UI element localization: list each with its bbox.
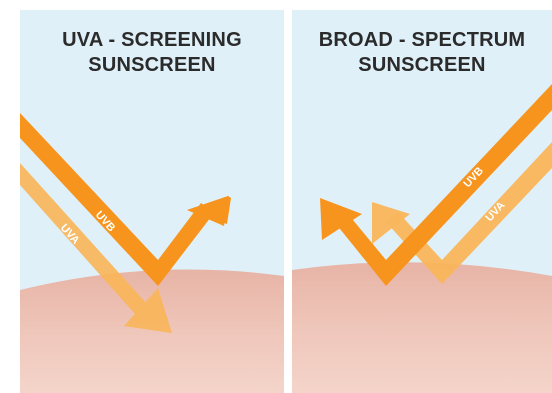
left-panel-title: UVA - SCREENING SUNSCREEN — [20, 28, 284, 78]
left-title-line1: UVA - SCREENING — [20, 28, 284, 53]
left-title-line2: SUNSCREEN — [20, 53, 284, 78]
right-title-line2: SUNSCREEN — [292, 53, 552, 78]
skin-left — [20, 270, 284, 393]
right-title-line1: BROAD - SPECTRUM — [292, 28, 552, 53]
skin-right — [292, 262, 552, 393]
panel-divider — [284, 10, 292, 393]
right-panel-title: BROAD - SPECTRUM SUNSCREEN — [292, 28, 552, 78]
